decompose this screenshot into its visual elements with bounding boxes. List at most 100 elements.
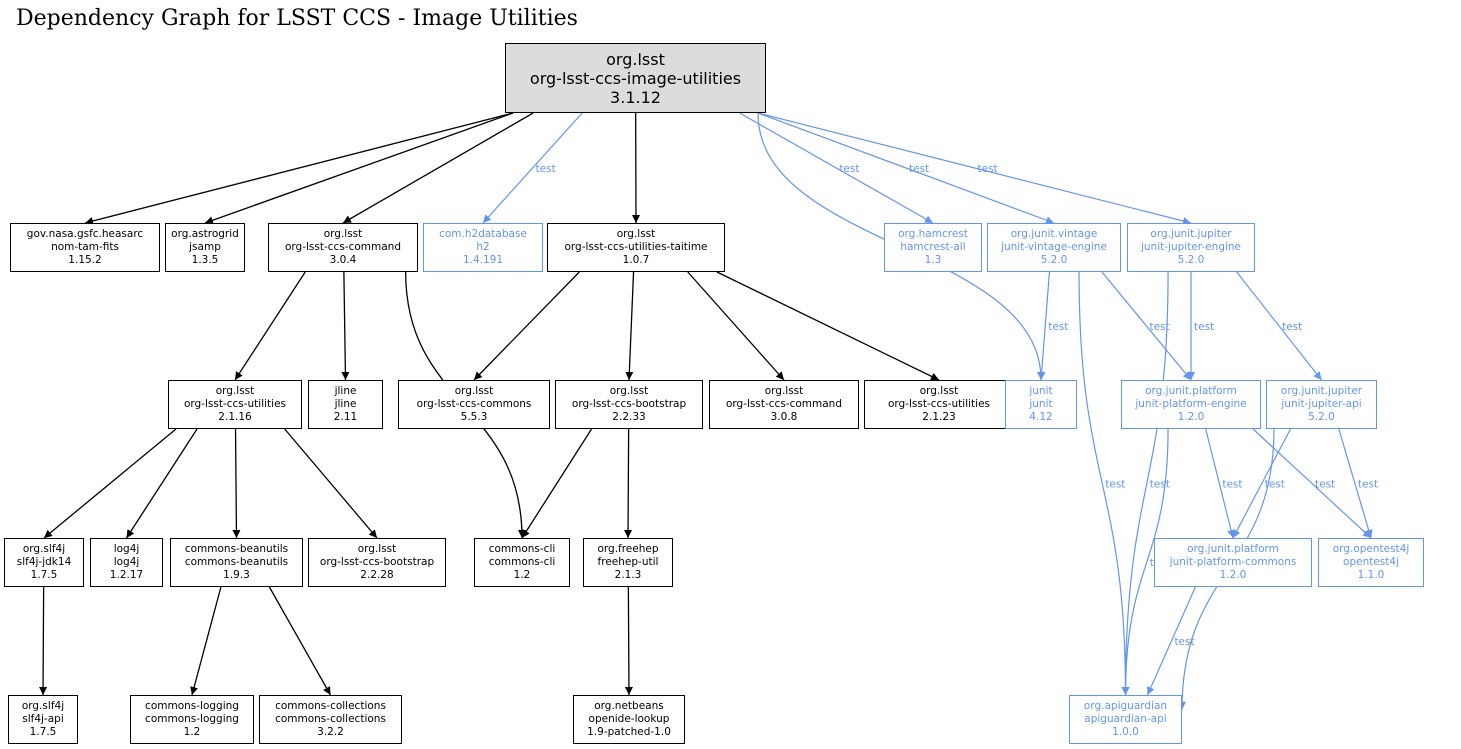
edge-vintage-to-apiguardian [1078, 271, 1130, 696]
edge-boot2233-to-freehep [624, 428, 633, 539]
node-artifact: org-lsst-ccs-utilities-taitime [564, 241, 708, 253]
node-artifact: commons-collections [275, 713, 386, 725]
node-artifact: org-lsst-ccs-bootstrap [571, 398, 687, 410]
edge-taitime-to-cmd308 [687, 271, 785, 381]
node-version: 1.2.0 [1177, 411, 1205, 423]
node-version: 3.0.4 [329, 254, 357, 266]
node-artifact: org-lsst-ccs-image-utilities [529, 68, 742, 88]
node-artifact: slf4j-jdk14 [16, 556, 72, 568]
node-artifact: openide-lookup [588, 713, 670, 725]
node-artifact: freehep-util [597, 556, 659, 568]
node-group: org.junit.jupiter [1280, 385, 1363, 397]
edge-label-vintage-to-plateng: test [1149, 321, 1169, 333]
edge-jupapi-to-opentest [1338, 428, 1373, 539]
node-version: 1.7.5 [29, 726, 57, 738]
edge-taitime-to-util2123 [716, 271, 940, 381]
node-artifact: opentest4j [1343, 556, 1399, 568]
node-group: commons-cli [488, 543, 556, 555]
node-group: log4j [113, 543, 140, 555]
edge-root-to-h2 [482, 112, 583, 224]
node-version: 1.4.191 [462, 254, 504, 266]
node-group: org.junit.jupiter [1150, 228, 1232, 240]
edge-label-root-to-h2: test [536, 163, 556, 175]
node-version: 4.12 [1029, 411, 1053, 423]
node-artifact: junit-vintage-engine [1001, 241, 1107, 253]
edge-label-vintage-to-junit: test [1048, 321, 1068, 333]
edge-beanutils-to-logging [190, 586, 222, 696]
node-version: 1.2.0 [1219, 569, 1247, 581]
edge-root-to-jupeng [757, 112, 1192, 225]
edge-jupapi-to-platcom [1232, 428, 1292, 539]
edge-label-vintage-to-apiguardian: test [1105, 479, 1125, 491]
edge-label-root-to-hamcrest: test [839, 163, 859, 175]
node-artifact: org-lsst-ccs-command [285, 241, 401, 253]
edge-util2116-to-log4j [125, 428, 198, 539]
node-artifact: org-lsst-ccs-bootstrap [319, 556, 435, 568]
node-group: org.freehep [597, 543, 659, 555]
edge-cmd304-to-jline [341, 271, 350, 381]
edge-root-to-vintage [757, 112, 1055, 224]
edge-beanutils-to-collections [268, 586, 332, 696]
node-group: com.h2database [439, 228, 527, 240]
node-artifact: h2 [476, 241, 490, 253]
node-group: org.lsst [454, 385, 494, 397]
node-version: 3.1.12 [610, 87, 661, 107]
node-artifact: commons-logging [145, 713, 239, 725]
node-artifact: hamcrest-all [900, 241, 966, 253]
node-group: org.junit.platform [1145, 385, 1237, 397]
node-version: 1.2 [183, 726, 201, 738]
edge-label-plateng-to-opentest: test [1315, 479, 1335, 491]
edge-vintage-to-junit [1037, 271, 1051, 381]
node-group: commons-logging [145, 700, 239, 712]
node-version: 3.0.8 [770, 411, 798, 423]
edge-plateng-to-opentest [1252, 428, 1372, 539]
node-group: org.lsst [323, 228, 363, 240]
node-group: org.astrogrid [171, 228, 239, 240]
node-version: 5.5.3 [460, 411, 488, 423]
edge-label-platcom-to-apiguardian: test [1174, 636, 1194, 648]
node-version: 1.1.0 [1357, 569, 1385, 581]
node-artifact: org-lsst-ccs-utilities [887, 398, 991, 410]
edge-label-jupeng-to-apiguardian: test [1150, 479, 1170, 491]
node-group: jline [334, 385, 357, 397]
node-artifact: slf4j-api [22, 713, 64, 725]
node-artifact: apiguardian-api [1084, 713, 1167, 725]
edge-label-jupapi-to-opentest: test [1358, 479, 1378, 491]
node-group: org.slf4j [22, 543, 66, 555]
edge-label-root-to-vintage: test [909, 163, 929, 175]
node-version: 2.2.28 [360, 569, 394, 581]
node-group: org.lsst [215, 385, 255, 397]
node-artifact: org-lsst-ccs-commons [416, 398, 532, 410]
